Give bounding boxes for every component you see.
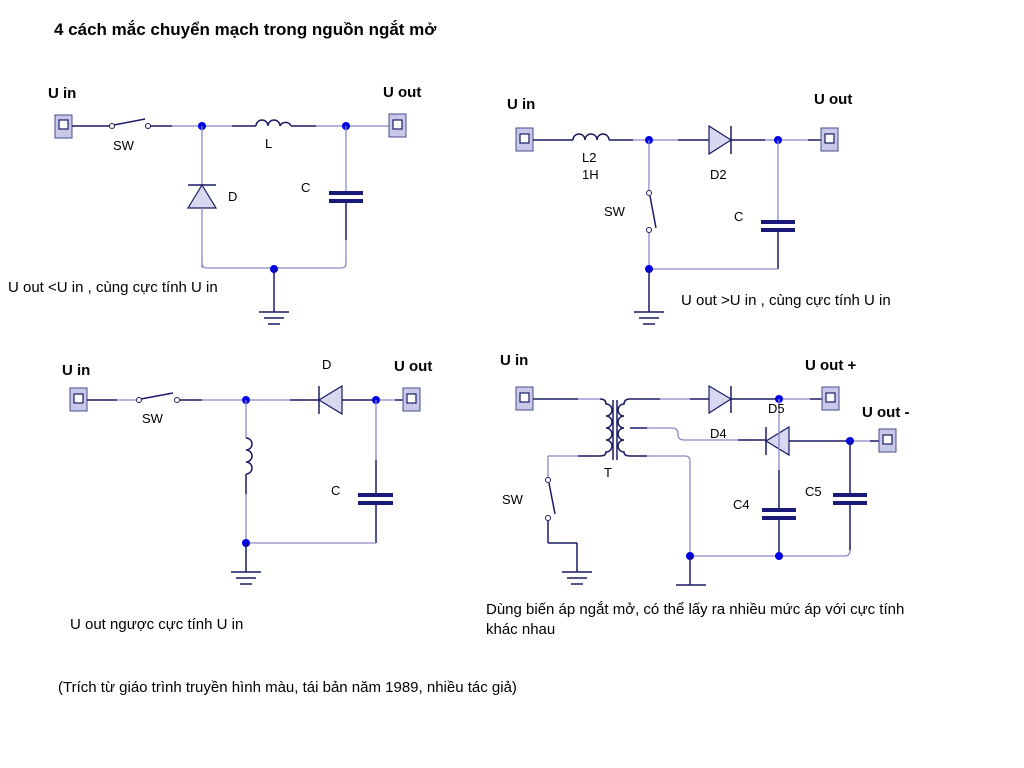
label-uin: U in xyxy=(48,85,77,102)
label-capacitor: C xyxy=(734,209,744,224)
capacitor-icon xyxy=(762,508,796,520)
switch-icon xyxy=(646,190,657,233)
switch-icon xyxy=(136,392,180,403)
inductor-icon xyxy=(245,437,253,475)
caption-transformer-line1: Dùng biến áp ngắt mở, có thể lấy ra nhiề… xyxy=(486,601,905,618)
inductor-icon xyxy=(255,119,292,127)
label-uin: U in xyxy=(500,352,529,369)
capacitor-icon xyxy=(358,493,393,505)
label-transformer: T xyxy=(604,465,612,480)
diode-icon xyxy=(186,183,218,209)
diode-icon xyxy=(708,384,733,415)
capacitor-icon xyxy=(761,220,795,232)
label-uout-minus: U out - xyxy=(862,404,910,421)
inductor-icon xyxy=(572,133,610,141)
label-capacitor: C xyxy=(331,483,341,498)
label-inductor: L2 xyxy=(582,150,597,165)
caption-buck: U out <U in , cùng cực tính U in xyxy=(8,279,218,296)
capacitor-icon xyxy=(833,493,867,505)
label-switch: SW xyxy=(113,138,134,153)
switch-icon xyxy=(545,477,556,521)
diode-icon xyxy=(708,124,733,156)
caption-inverting: U out ngược cực tính U in xyxy=(70,616,244,633)
label-diode: D xyxy=(322,357,332,372)
label-diode: D xyxy=(228,189,238,204)
label-switch: SW xyxy=(604,204,625,219)
ground-icon xyxy=(562,571,592,585)
ground-icon xyxy=(259,311,289,325)
label-capacitor: C xyxy=(301,180,311,195)
ground-icon xyxy=(231,571,261,585)
label-uin: U in xyxy=(62,362,91,379)
source-note: (Trích từ giáo trình truyền hình màu, tá… xyxy=(58,679,517,696)
label-inductor: L xyxy=(265,136,273,151)
diode-icon xyxy=(317,384,343,416)
circuit-boost xyxy=(515,124,839,325)
label-switch: SW xyxy=(142,411,163,426)
transformer-secondary-icon xyxy=(617,398,631,457)
ground-icon xyxy=(634,311,664,325)
label-uin: U in xyxy=(507,96,536,113)
label-cap-c5: C5 xyxy=(805,484,822,499)
label-uout: U out xyxy=(814,91,853,108)
caption-transformer-line2: khác nhau xyxy=(486,621,556,638)
label-switch: SW xyxy=(502,492,523,507)
label-diode-d4: D4 xyxy=(710,426,727,441)
circuit-transformer xyxy=(515,384,897,586)
diode-icon xyxy=(764,425,790,457)
label-inductor-value: 1H xyxy=(582,167,599,182)
label-diode-d5: D5 xyxy=(768,401,785,416)
capacitor-icon xyxy=(329,191,363,203)
caption-boost: U out >U in , cùng cực tính U in xyxy=(681,292,891,309)
label-uout: U out xyxy=(394,358,433,375)
label-diode: D2 xyxy=(710,167,727,182)
label-cap-c4: C4 xyxy=(733,497,750,512)
circuit-inverting xyxy=(69,384,421,585)
label-uout-plus: U out + xyxy=(805,357,857,374)
transformer-primary-icon xyxy=(599,398,613,457)
switch-icon xyxy=(109,118,151,129)
page-title: 4 cách mắc chuyển mạch trong nguồn ngắt … xyxy=(54,20,437,39)
circuit-buck xyxy=(54,113,407,325)
label-uout: U out xyxy=(383,84,422,101)
